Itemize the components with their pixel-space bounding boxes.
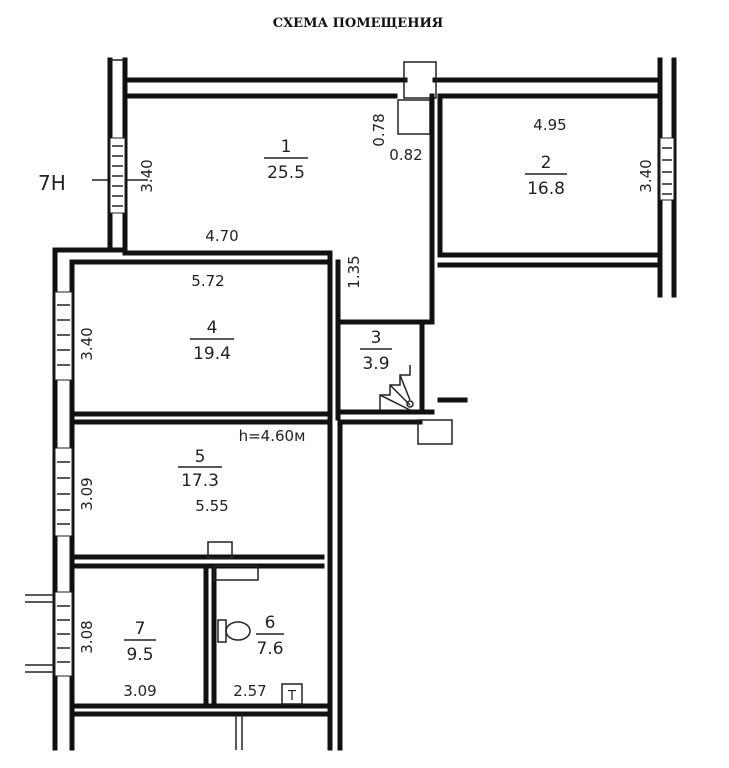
room-5-number: 5 bbox=[195, 447, 206, 467]
room-1-number: 1 bbox=[281, 137, 292, 157]
axis-label: 7Н bbox=[38, 171, 66, 195]
dim-r5-ceiling: h=4.60м bbox=[239, 427, 306, 445]
dim-r6-width: 2.57 bbox=[233, 682, 266, 700]
staircase-icon bbox=[379, 365, 414, 411]
room-4-area: 19.4 bbox=[193, 344, 231, 364]
room-6-area: 7.6 bbox=[256, 639, 283, 659]
dim-r7-height: 3.08 bbox=[78, 620, 96, 653]
room-5-label: 5 17.3 bbox=[178, 447, 222, 491]
dim-r2-height: 3.40 bbox=[637, 159, 655, 192]
windows bbox=[54, 137, 675, 677]
dimension-labels: 3.40 4.70 0.78 0.82 1.35 4.95 3.40 5.72 … bbox=[78, 113, 655, 700]
dim-r1-step: 1.35 bbox=[345, 255, 363, 288]
room-7-label: 7 9.5 bbox=[124, 619, 156, 665]
dim-r1-width: 4.70 bbox=[205, 227, 238, 245]
dim-r1-niche-h: 0.82 bbox=[389, 146, 422, 164]
room-3-area: 3.9 bbox=[362, 354, 389, 374]
room-4-number: 4 bbox=[207, 318, 218, 338]
walls bbox=[25, 57, 677, 751]
svg-text:Т: Т bbox=[287, 689, 296, 704]
dim-r5-height: 3.09 bbox=[78, 477, 96, 510]
room-1-area: 25.5 bbox=[267, 163, 305, 183]
room-7-number: 7 bbox=[135, 619, 146, 639]
room-4-label: 4 19.4 bbox=[190, 318, 234, 364]
dim-r4-height: 3.40 bbox=[78, 327, 96, 360]
room-6-label: 6 7.6 bbox=[256, 613, 284, 659]
room-3-label: 3 3.9 bbox=[360, 328, 392, 374]
dim-r5-width: 5.55 bbox=[195, 497, 228, 515]
room-6-number: 6 bbox=[265, 613, 276, 633]
toilet-mark: Т bbox=[281, 683, 303, 705]
room-2-number: 2 bbox=[541, 153, 552, 173]
plan-title: СХЕМА ПОМЕЩЕНИЯ bbox=[273, 16, 444, 31]
dim-r4-width: 5.72 bbox=[191, 272, 224, 290]
room-1-label: 1 25.5 bbox=[264, 137, 308, 183]
room-5-area: 17.3 bbox=[181, 471, 219, 491]
dim-r1-niche-v: 0.78 bbox=[370, 113, 388, 146]
room-3-number: 3 bbox=[371, 328, 382, 348]
room-7-area: 9.5 bbox=[126, 645, 153, 665]
dim-r7-width: 3.09 bbox=[123, 682, 156, 700]
room-2-label: 2 16.8 bbox=[525, 153, 567, 199]
dim-r1-height: 3.40 bbox=[138, 159, 156, 192]
toilet-icon bbox=[217, 619, 251, 643]
dim-r2-width: 4.95 bbox=[533, 116, 566, 134]
room-2-area: 16.8 bbox=[527, 179, 565, 199]
